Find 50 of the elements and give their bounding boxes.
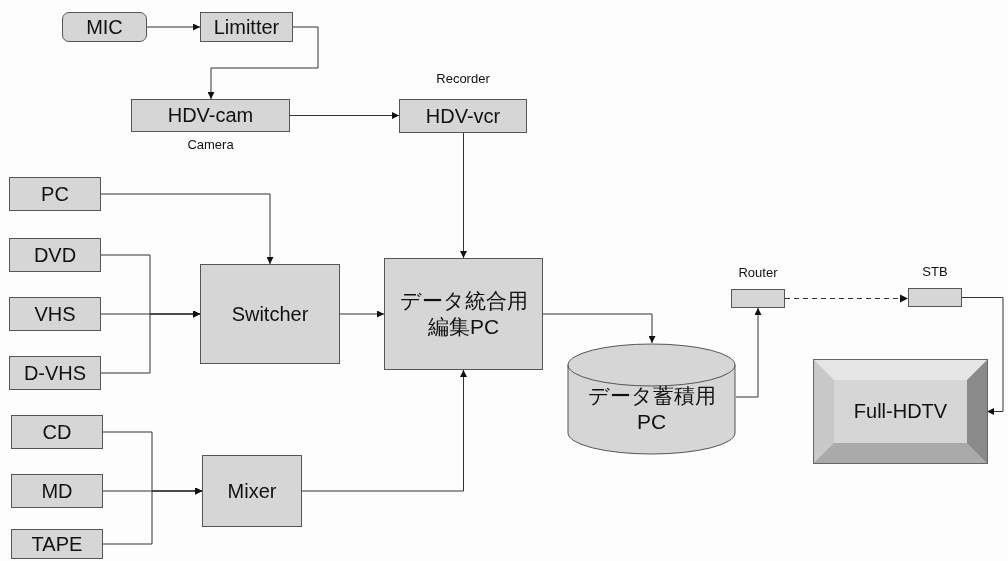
node-label: VHS [34, 301, 76, 327]
device-caption: Router [738, 265, 778, 280]
device-box [908, 288, 962, 307]
process-box [9, 297, 101, 331]
process-box [200, 12, 293, 42]
arrow [542, 313, 656, 344]
arrow [460, 132, 467, 259]
arrow [301, 369, 467, 492]
arrow [961, 297, 1004, 415]
node-label: Switcher [231, 301, 309, 327]
node-label: HDV-vcr [425, 103, 501, 129]
process-box [131, 99, 290, 132]
arrow [100, 310, 201, 374]
node-label: D-VHS [23, 360, 87, 386]
node-label: Full-HDTV [853, 399, 948, 424]
process-box [384, 258, 543, 370]
arrow [289, 112, 400, 119]
arrow [102, 487, 203, 545]
arrow [735, 307, 762, 398]
process-box [11, 474, 103, 508]
process-box [200, 264, 340, 364]
node-label: データ統合用編集PC [399, 287, 528, 340]
process-box [9, 356, 101, 390]
process-box [62, 12, 147, 42]
process-box [11, 415, 103, 449]
arrow [784, 294, 909, 303]
process-box [202, 455, 302, 527]
node-label: Mixer [227, 478, 277, 504]
node-label: MD [41, 478, 73, 504]
arrow [146, 23, 201, 31]
node-label: データ蓄積用PC [586, 382, 717, 435]
process-box [399, 99, 527, 133]
device-box [731, 289, 785, 308]
node-label: TAPE [31, 531, 83, 557]
arrow [207, 26, 319, 100]
tv-frame [814, 360, 987, 463]
process-box [11, 529, 103, 559]
arrow [100, 193, 274, 265]
node-label: CD [42, 419, 72, 445]
node-label: MIC [86, 14, 123, 40]
node-label: HDV-cam [167, 103, 254, 128]
arrow [339, 310, 385, 318]
node-label: DVD [33, 242, 77, 268]
process-box [9, 238, 101, 272]
node-label: Limitter [213, 14, 280, 40]
process-box [9, 177, 101, 211]
device-caption: Camera [187, 137, 234, 152]
node-label: PC [41, 181, 69, 207]
device-caption: Recorder [436, 71, 490, 86]
device-caption: STB [922, 264, 948, 279]
